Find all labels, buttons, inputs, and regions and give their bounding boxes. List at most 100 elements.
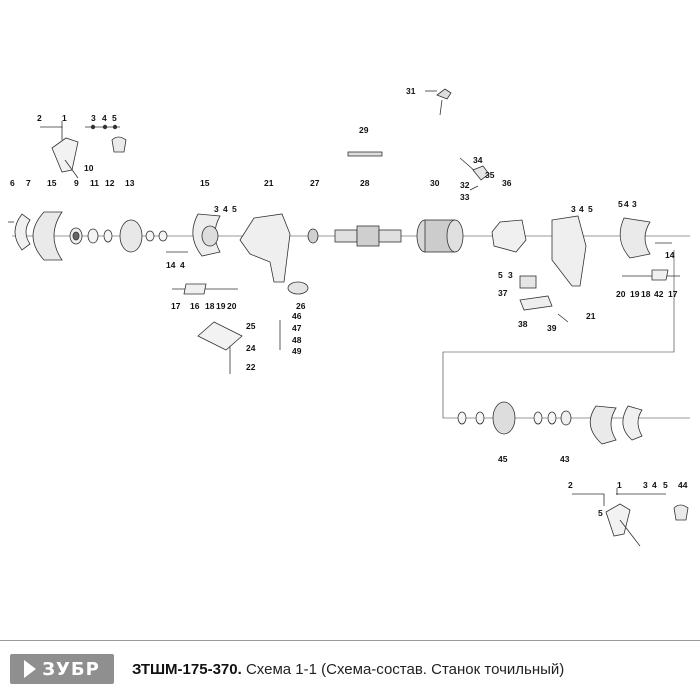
right-wheel-group [457,401,643,445]
part-label: 29 [359,125,369,135]
bracket-assembly-bottom-right [572,488,689,547]
part-label: 5 [112,113,117,123]
part-label: 24 [246,343,256,353]
part-label: 3 [571,204,576,214]
part-label: 5 [498,270,503,280]
part-32-35-switch [459,157,490,191]
part-label: 1 [62,113,67,123]
part-label: 3 [214,204,219,214]
brand-logo-text: ЗУБР [42,658,100,680]
part-label: 6 [10,178,15,188]
part-label: 21 [586,311,596,321]
part-label: 17 [668,289,678,299]
part-label: 19 [216,301,226,311]
part-label: 36 [502,178,512,188]
part-39-screw [557,313,569,323]
part-label: 20 [227,301,237,311]
part-label: 4 [102,113,107,123]
part-label: 18 [205,301,215,311]
part-label: 33 [460,192,470,202]
exploded-parts-diagram: 31 2 1 3 4 5 29 10 34 35 32 33 6 7 15 9 … [8,86,690,547]
part-label: 20 [616,289,626,299]
part-label: 32 [460,180,470,190]
part-37-block [519,275,537,289]
part-label: 2 [568,480,573,490]
part-label: 3 [643,480,648,490]
part-label: 21 [264,178,274,188]
part-label: 19 [630,289,640,299]
part-label: 2 [37,113,42,123]
part-label: 5 [663,480,668,490]
part-label: 22 [246,362,256,372]
part-27-bearing [307,228,319,244]
tool-rest-right [622,242,680,281]
part-label: 43 [560,454,570,464]
part-label: 28 [360,178,370,188]
assembly-connector-line [442,250,690,419]
part-label: 15 [200,178,210,188]
part-label: 7 [26,178,31,188]
part-label: 4 [180,260,185,270]
left-guard-group [8,211,168,261]
part-label: 9 [74,178,79,188]
housing-21-right [551,215,587,287]
part-label: 1 [617,480,622,490]
diagram-description: Схема 1-1 (Схема-состав. Станок точильны… [241,660,565,678]
part-label: 14 [665,250,675,260]
part-label: 44 [678,480,688,490]
tool-rest-left [166,251,238,295]
part-label: 34 [473,155,483,165]
part-label: 46 [292,311,302,321]
part-label: 25 [246,321,256,331]
part-label: 5 [588,204,593,214]
part-label: 47 [292,323,302,333]
footer-divider [0,640,700,641]
part-25-plate [197,321,243,351]
right-cover-15 [619,217,651,259]
part-label: 17 [171,301,181,311]
part-label: 49 [292,346,302,356]
left-cover-15 [192,213,221,257]
part-label: 4 [624,199,629,209]
housing-21-left [239,213,291,283]
part-36-cover [491,219,527,253]
part-label: 14 [166,260,176,270]
part-label: 4 [223,204,228,214]
part-label: 5 [598,508,603,518]
part-label: 42 [654,289,664,299]
part-label: 10 [84,163,94,173]
part-label: 16 [190,301,200,311]
arrow-icon [24,660,37,678]
bracket-assembly-top-left [40,121,127,179]
part-26-capacitor [287,281,309,295]
part-label: 5 [232,204,237,214]
part-label: 35 [485,170,495,180]
part-label: 38 [518,319,528,329]
part-label: 37 [498,288,508,298]
part-label: 13 [125,178,135,188]
part-label: 3 [632,199,637,209]
part-label: 26 [296,301,306,311]
part-31-knob [425,88,452,116]
part-label: 15 [47,178,57,188]
part-label: 3 [91,113,96,123]
part-label: 18 [641,289,651,299]
footer: ЗУБР ЗТШМ-175-370. Схема 1-1 (Схема-сост… [10,652,564,686]
part-label: 27 [310,178,320,188]
part-28-rotor [334,225,402,247]
part-label: 31 [406,86,416,96]
part-30-stator [416,219,464,253]
part-label: 4 [579,204,584,214]
part-label: 11 [90,178,99,188]
brand-logo: ЗУБР [10,654,114,684]
model-number: ЗТШМ-175-370. [132,660,242,678]
part-label: 3 [508,270,513,280]
part-38-bar [519,295,553,311]
part-29-rod [347,151,383,157]
part-label: 39 [547,323,557,333]
part-label: 12 [105,178,115,188]
diagram-title: ЗТШМ-175-370. Схема 1-1 (Схема-состав. С… [132,661,564,678]
part-label: 30 [430,178,440,188]
part-label: 4 [652,480,657,490]
part-label: 48 [292,335,302,345]
